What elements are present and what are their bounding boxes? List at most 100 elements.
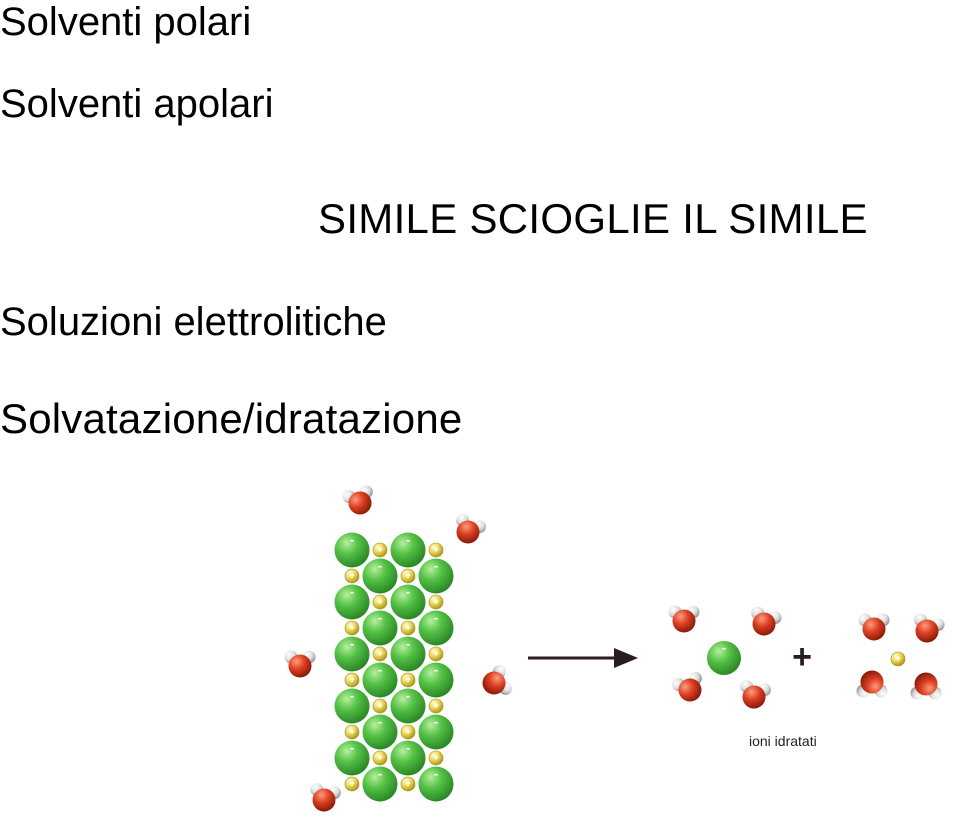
svg-text:+: + — [433, 701, 439, 712]
svg-text:+: + — [405, 779, 411, 790]
svg-text:-: - — [350, 532, 354, 547]
svg-text:+: + — [895, 654, 901, 665]
cation-sphere: + — [890, 651, 906, 667]
topic-polar-solvents: Solventi polari — [0, 0, 252, 44]
anion-sphere: - — [390, 532, 426, 568]
cation-sphere: + — [428, 750, 444, 766]
svg-text:-: - — [350, 740, 354, 755]
salt-crystal-lattice: --------------------++++++++++++++++++++ — [334, 532, 454, 802]
water-molecule — [342, 485, 373, 515]
svg-text:+: + — [405, 727, 411, 738]
anion-sphere: - — [334, 532, 370, 568]
water-molecule — [910, 672, 942, 700]
anion-sphere: - — [334, 740, 370, 776]
topic-solvation-hydration: Solvatazione/idratazione — [0, 395, 463, 442]
svg-text:+: + — [405, 675, 411, 686]
cation-sphere: + — [428, 646, 444, 662]
cation-sphere: + — [372, 750, 388, 766]
svg-text:+: + — [349, 571, 355, 582]
svg-text:-: - — [434, 662, 438, 677]
anion-sphere: - — [390, 688, 426, 724]
svg-text:+: + — [349, 675, 355, 686]
svg-text:+: + — [377, 649, 383, 660]
svg-text:+: + — [349, 779, 355, 790]
water-molecules — [284, 485, 513, 812]
svg-text:+: + — [433, 649, 439, 660]
svg-text:+: + — [433, 753, 439, 764]
svg-text:-: - — [406, 584, 410, 599]
anion-sphere: - — [362, 714, 398, 750]
cation-sphere: + — [344, 620, 360, 636]
cation-sphere: + — [428, 698, 444, 714]
svg-text:-: - — [406, 636, 410, 651]
water-molecule — [856, 670, 888, 698]
cation-sphere: + — [400, 620, 416, 636]
svg-text:-: - — [378, 662, 382, 677]
svg-text:-: - — [350, 584, 354, 599]
topic-electrolytic-solutions: Soluzioni elettrolitiche — [0, 300, 387, 344]
water-molecule — [310, 783, 341, 812]
water-molecule — [671, 671, 702, 702]
svg-text:+: + — [377, 545, 383, 556]
water-molecule — [858, 613, 890, 641]
anion-sphere: - — [390, 636, 426, 672]
water-molecule — [914, 613, 945, 643]
anion-sphere: - — [418, 610, 454, 646]
cation-sphere: + — [372, 646, 388, 662]
cation-sphere: + — [344, 672, 360, 688]
svg-text:+: + — [433, 597, 439, 608]
svg-text:-: - — [350, 688, 354, 703]
cation-sphere: + — [344, 724, 360, 740]
svg-text:-: - — [406, 688, 410, 703]
slogan-heading: SIMILE SCIOGLIE IL SIMILE — [318, 195, 868, 242]
hydrated-ions-caption: ioni idratati — [749, 733, 817, 749]
svg-text:+: + — [377, 597, 383, 608]
svg-text:+: + — [377, 753, 383, 764]
anion-sphere: - — [362, 662, 398, 698]
svg-text:-: - — [350, 636, 354, 651]
water-molecule — [668, 605, 700, 633]
hydrated-anion: - — [668, 605, 782, 709]
anion-sphere: - — [362, 766, 398, 802]
svg-text:+: + — [377, 701, 383, 712]
anion-sphere: - — [418, 662, 454, 698]
svg-text:+: + — [349, 727, 355, 738]
cation-sphere: + — [400, 724, 416, 740]
svg-text:-: - — [378, 558, 382, 573]
cation-sphere: + — [400, 672, 416, 688]
anion-sphere: - — [418, 558, 454, 594]
anion-sphere: - — [390, 740, 426, 776]
water-molecule — [482, 664, 513, 695]
hydrated-cation: + — [856, 613, 945, 700]
svg-text:-: - — [434, 714, 438, 729]
water-molecule — [284, 650, 316, 678]
anion-sphere: - — [334, 584, 370, 620]
svg-text:-: - — [406, 532, 410, 547]
svg-text:-: - — [378, 610, 382, 625]
svg-text:+: + — [349, 623, 355, 634]
svg-text:-: - — [434, 766, 438, 781]
svg-text:-: - — [434, 558, 438, 573]
anion-sphere: - — [362, 610, 398, 646]
water-molecule — [751, 606, 782, 636]
cation-sphere: + — [372, 594, 388, 610]
anion-sphere: - — [418, 766, 454, 802]
anion-sphere: - — [334, 636, 370, 672]
svg-text:-: - — [378, 714, 382, 729]
cation-sphere: + — [400, 568, 416, 584]
cation-sphere: + — [344, 776, 360, 792]
anion-sphere: - — [334, 688, 370, 724]
svg-text:+: + — [433, 545, 439, 556]
reaction-arrow — [528, 648, 638, 668]
water-molecule — [740, 680, 771, 709]
cation-sphere: + — [372, 698, 388, 714]
svg-text:-: - — [722, 640, 726, 655]
topic-apolar-solvents: Solventi apolari — [0, 82, 274, 126]
anion-sphere: - — [362, 558, 398, 594]
svg-text:-: - — [378, 766, 382, 781]
anion-sphere: - — [390, 584, 426, 620]
cation-sphere: + — [372, 542, 388, 558]
anion-sphere: - — [707, 640, 741, 675]
water-molecule — [456, 513, 487, 544]
cation-sphere: + — [344, 568, 360, 584]
